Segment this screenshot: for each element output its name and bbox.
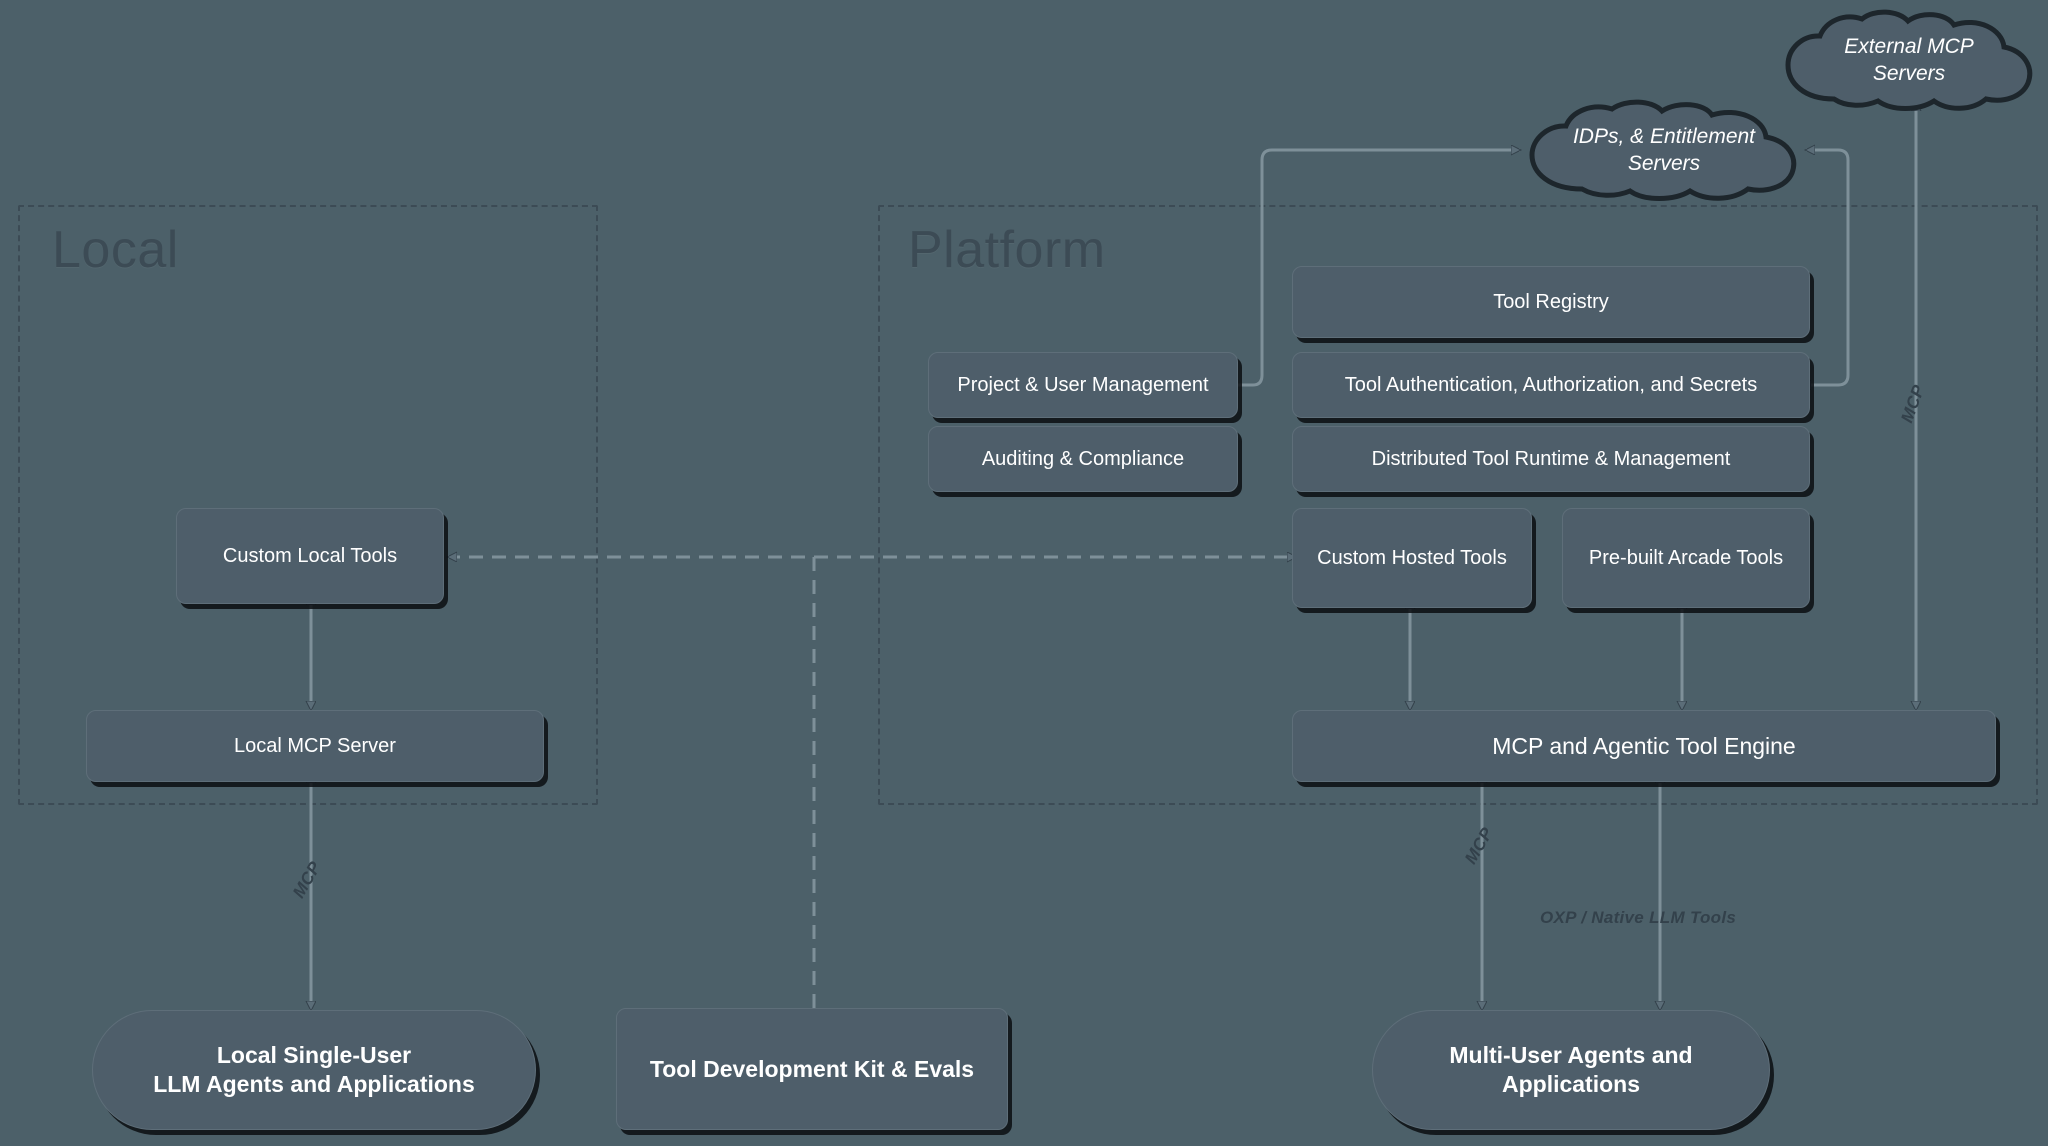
node-custom-local-tools[interactable]: Custom Local Tools	[176, 508, 444, 604]
cloud-idps-line2: Servers	[1627, 152, 1701, 175]
group-platform	[878, 205, 2038, 805]
cloud-idps-entitlement-servers: IDPs, & Entitlement Servers	[1522, 98, 1806, 202]
node-local-single-user-agents[interactable]: Local Single-User LLM Agents and Applica…	[92, 1010, 536, 1130]
cloud-external-mcp-servers: External MCP Servers	[1778, 8, 2040, 112]
node-local-mcp-server-label: Local MCP Server	[234, 734, 396, 757]
node-project-user-management-label: Project & User Management	[957, 373, 1209, 396]
node-tool-registry[interactable]: Tool Registry	[1292, 266, 1810, 338]
node-project-user-management[interactable]: Project & User Management	[928, 352, 1238, 418]
node-custom-hosted-tools[interactable]: Custom Hosted Tools	[1292, 508, 1532, 608]
node-mcp-agentic-tool-engine-label: MCP and Agentic Tool Engine	[1492, 732, 1796, 759]
node-custom-local-tools-label: Custom Local Tools	[222, 544, 398, 567]
node-auditing-compliance[interactable]: Auditing & Compliance	[928, 426, 1238, 492]
node-multi-user-agents-label: Multi-User Agents and Applications	[1449, 1041, 1692, 1099]
node-distributed-tool-runtime[interactable]: Distributed Tool Runtime & Management	[1292, 426, 1810, 492]
node-prebuilt-arcade-tools-label: Pre-built Arcade Tools	[1588, 546, 1784, 569]
cloud-external-mcp-servers-label: External MCP Servers	[1844, 34, 1974, 85]
node-local-single-user-agents-label: Local Single-User LLM Agents and Applica…	[153, 1041, 475, 1099]
edge-label-oxp-native-llm-tools: OXP / Native LLM Tools	[1540, 908, 1737, 927]
node-local-mcp-server[interactable]: Local MCP Server	[86, 710, 544, 782]
node-custom-hosted-tools-label: Custom Hosted Tools	[1317, 546, 1507, 569]
node-mcp-agentic-tool-engine[interactable]: MCP and Agentic Tool Engine	[1292, 710, 1996, 782]
node-auditing-compliance-label: Auditing & Compliance	[981, 447, 1185, 470]
cloud-idps-line1: IDPs, & Entitlement	[1572, 124, 1756, 148]
node-prebuilt-arcade-tools[interactable]: Pre-built Arcade Tools	[1562, 508, 1810, 608]
node-multi-user-agents-line1: Multi-User Agents and	[1449, 1042, 1693, 1069]
node-local-agents-line2: LLM Agents and Applications	[153, 1071, 475, 1097]
group-local-title: Local	[52, 221, 179, 279]
node-distributed-tool-runtime-label: Distributed Tool Runtime & Management	[1371, 447, 1731, 470]
node-tool-authentication-label: Tool Authentication, Authorization, and …	[1344, 373, 1758, 396]
node-tool-development-kit-label: Tool Development Kit & Evals	[649, 1055, 975, 1082]
group-platform-title: Platform	[908, 221, 1106, 279]
node-tool-registry-label: Tool Registry	[1493, 290, 1609, 313]
cloud-idps-entitlement-servers-label: IDPs, & Entitlement Servers	[1545, 123, 1783, 178]
node-local-agents-line1: Local Single-User	[216, 1042, 412, 1069]
node-multi-user-agents[interactable]: Multi-User Agents and Applications	[1372, 1010, 1770, 1130]
node-multi-user-agents-line2: Applications	[1501, 1071, 1640, 1097]
node-tool-authentication[interactable]: Tool Authentication, Authorization, and …	[1292, 352, 1810, 418]
node-tool-development-kit[interactable]: Tool Development Kit & Evals	[616, 1008, 1008, 1130]
